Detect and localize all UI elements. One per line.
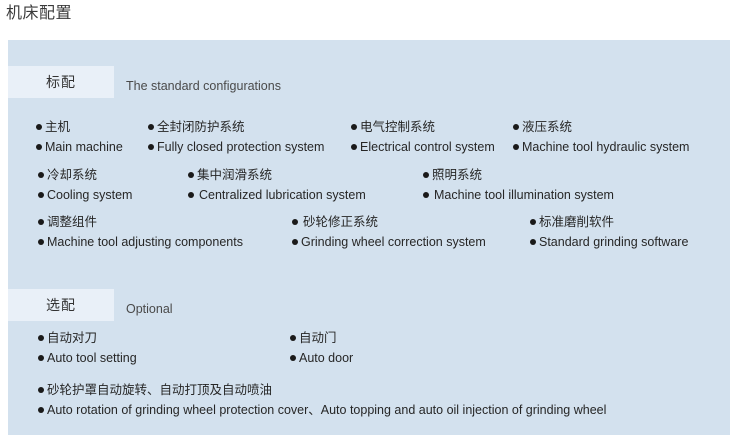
list-item: 砂轮修正系统 Grinding wheel correction system bbox=[292, 212, 486, 252]
list-item: 标准磨削软件 Standard grinding software bbox=[530, 212, 688, 252]
section-badge-optional: 选配 bbox=[8, 289, 114, 321]
list-item: 液压系统 Machine tool hydraulic system bbox=[513, 117, 689, 157]
bullet-icon bbox=[423, 191, 429, 198]
section-subtitle-optional: Optional bbox=[126, 302, 173, 316]
bullet-icon bbox=[38, 218, 44, 225]
section-badge-label: 选配 bbox=[46, 297, 76, 313]
list-item: 集中润滑系统 Centralized lubrication system bbox=[188, 165, 366, 205]
bullet-icon bbox=[292, 238, 298, 245]
list-item: 主机 Main machine bbox=[36, 117, 123, 157]
item-label-cn: 主机 bbox=[36, 117, 123, 137]
bullet-icon bbox=[351, 123, 357, 130]
configuration-panel: 标配 The standard configurations 主机 Main m… bbox=[8, 40, 730, 435]
list-item: 自动对刀 Auto tool setting bbox=[38, 328, 137, 368]
item-label-en: Machine tool adjusting components bbox=[38, 232, 243, 252]
bullet-icon bbox=[423, 171, 429, 178]
bullet-icon bbox=[38, 334, 44, 341]
bullet-icon bbox=[38, 386, 44, 393]
item-label-cn: 标准磨削软件 bbox=[530, 212, 688, 232]
list-item: 电气控制系统 Electrical control system bbox=[351, 117, 495, 157]
list-item: 砂轮护罩自动旋转、自动打顶及自动喷油 Auto rotation of grin… bbox=[38, 380, 606, 420]
bullet-icon bbox=[292, 218, 298, 225]
section-header-standard: 标配 The standard configurations bbox=[8, 66, 428, 98]
item-label-en: Machine tool hydraulic system bbox=[513, 137, 689, 157]
item-label-en: Centralized lubrication system bbox=[188, 185, 366, 205]
item-label-en: Auto tool setting bbox=[38, 348, 137, 368]
item-label-en: Grinding wheel correction system bbox=[292, 232, 486, 252]
bullet-icon bbox=[38, 191, 44, 198]
item-label-cn: 全封闭防护系统 bbox=[148, 117, 324, 137]
item-label-en: Machine tool illumination system bbox=[423, 185, 614, 205]
bullet-icon bbox=[513, 123, 519, 130]
item-label-cn: 冷却系统 bbox=[38, 165, 132, 185]
item-label-cn: 照明系统 bbox=[423, 165, 614, 185]
item-label-cn: 调整组件 bbox=[38, 212, 243, 232]
bullet-icon bbox=[36, 143, 42, 150]
section-badge-standard: 标配 bbox=[8, 66, 114, 98]
list-item: 冷却系统 Cooling system bbox=[38, 165, 132, 205]
bullet-icon bbox=[38, 354, 44, 361]
list-item: 全封闭防护系统 Fully closed protection system bbox=[148, 117, 324, 157]
item-label-en: Auto rotation of grinding wheel protecti… bbox=[38, 400, 606, 420]
bullet-icon bbox=[38, 171, 44, 178]
item-label-cn: 砂轮护罩自动旋转、自动打顶及自动喷油 bbox=[38, 380, 606, 400]
bullet-icon bbox=[38, 406, 44, 413]
section-header-optional: 选配 Optional bbox=[8, 289, 428, 321]
item-label-cn: 自动对刀 bbox=[38, 328, 137, 348]
item-label-cn: 液压系统 bbox=[513, 117, 689, 137]
bullet-icon bbox=[38, 238, 44, 245]
item-label-en: Standard grinding software bbox=[530, 232, 688, 252]
bullet-icon bbox=[351, 143, 357, 150]
page-title: 机床配置 bbox=[6, 5, 73, 22]
bullet-icon bbox=[530, 218, 536, 225]
item-label-en: Fully closed protection system bbox=[148, 137, 324, 157]
item-label-cn: 砂轮修正系统 bbox=[292, 212, 486, 232]
item-label-en: Cooling system bbox=[38, 185, 132, 205]
bullet-icon bbox=[148, 123, 154, 130]
item-label-cn: 电气控制系统 bbox=[351, 117, 495, 137]
item-label-en: Auto door bbox=[290, 348, 353, 368]
list-item: 调整组件 Machine tool adjusting components bbox=[38, 212, 243, 252]
bullet-icon bbox=[530, 238, 536, 245]
section-subtitle-standard: The standard configurations bbox=[126, 79, 281, 93]
bullet-icon bbox=[290, 334, 296, 341]
bullet-icon bbox=[148, 143, 154, 150]
list-item: 自动门 Auto door bbox=[290, 328, 353, 368]
bullet-icon bbox=[188, 191, 194, 198]
list-item: 照明系统 Machine tool illumination system bbox=[423, 165, 614, 205]
item-label-cn: 集中润滑系统 bbox=[188, 165, 366, 185]
bullet-icon bbox=[188, 171, 194, 178]
bullet-icon bbox=[513, 143, 519, 150]
bullet-icon bbox=[290, 354, 296, 361]
bullet-icon bbox=[36, 123, 42, 130]
item-label-en: Main machine bbox=[36, 137, 123, 157]
item-label-cn: 自动门 bbox=[290, 328, 353, 348]
item-label-en: Electrical control system bbox=[351, 137, 495, 157]
section-badge-label: 标配 bbox=[46, 74, 76, 90]
